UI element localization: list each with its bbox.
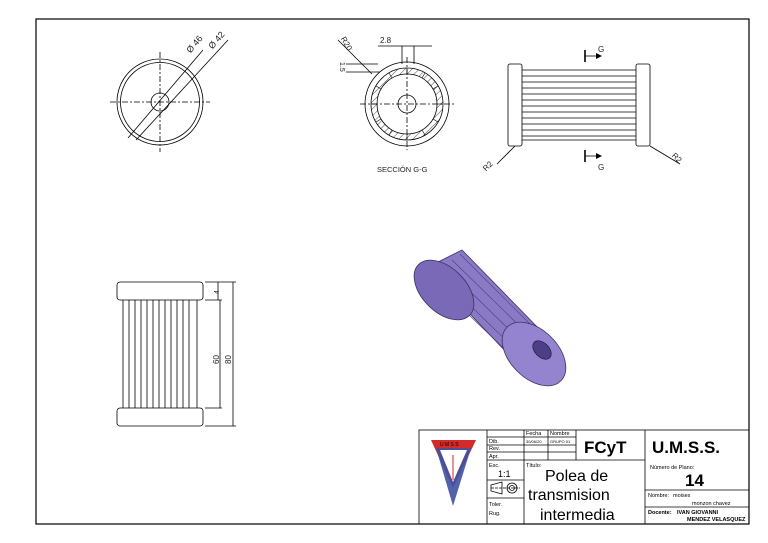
row-rev: Rev. xyxy=(489,446,500,452)
dim-flange: 4 xyxy=(214,290,221,294)
section-teeth xyxy=(371,68,443,140)
chamfer-left: R2 xyxy=(481,159,495,173)
iso-flange-front xyxy=(501,321,567,387)
dim-body: 60 xyxy=(212,355,221,364)
cut-label-top: G xyxy=(598,45,604,54)
docente-label: Docente: xyxy=(648,510,672,516)
section-width: 2.8 xyxy=(380,36,392,45)
dim-total: 80 xyxy=(224,355,233,364)
nombre-label: Nombre: xyxy=(648,493,670,499)
section-caption: SECCIÓN G-G xyxy=(377,165,428,174)
sheet-border xyxy=(35,18,750,525)
side-view xyxy=(496,50,681,165)
title-block xyxy=(418,429,750,525)
front-view xyxy=(110,39,229,152)
university: U.M.S.S. xyxy=(652,438,720,457)
cut-label-bottom: G xyxy=(598,163,604,172)
umss-logo xyxy=(431,440,476,506)
row-toler: Toler. xyxy=(489,502,503,508)
docente-line2: MENDEZ VELASQUEZ xyxy=(687,517,746,523)
iso-bore xyxy=(532,340,552,360)
scale-value: 1:1 xyxy=(498,469,511,479)
dib-nombre: GRUPO 01 xyxy=(550,439,571,444)
title-line3: intermedia xyxy=(540,507,615,524)
titulo-label: Título: xyxy=(526,463,542,469)
chamfer-right: R2 xyxy=(670,151,684,165)
section-radius: R20 xyxy=(339,35,354,53)
nombre-line1: moises xyxy=(673,493,691,499)
nombre-line2: monzon chavez xyxy=(692,501,731,507)
title-line1: Polea de xyxy=(545,468,608,485)
row-apr: Apr. xyxy=(489,454,499,460)
logo-text: U M S S xyxy=(440,442,459,448)
col-nombre: Nombre xyxy=(550,431,570,437)
docente-line1: IVAN GIOVANNI xyxy=(677,510,719,516)
cut-arrow-top xyxy=(596,53,602,59)
projection-symbol-icon xyxy=(490,481,520,495)
col-fecha: Fecha xyxy=(526,431,542,437)
row-rug: Rug. xyxy=(489,511,501,517)
faculty: FCyT xyxy=(584,438,627,457)
front-dia-inner: Ø 42 xyxy=(206,30,226,51)
plano-number: 14 xyxy=(685,471,704,490)
iso-flange-back xyxy=(413,259,475,321)
cut-arrow-bottom xyxy=(596,153,602,159)
bottom-view xyxy=(116,281,236,427)
isometric-view xyxy=(413,249,567,387)
section-view xyxy=(337,39,454,150)
title-line2: transmision xyxy=(528,487,610,504)
plano-label: Número de Plano: xyxy=(650,465,695,471)
dib-fecha: 30/06/20 xyxy=(526,439,542,444)
row-esc: Esc. xyxy=(489,463,500,469)
row-dib: Dib. xyxy=(489,439,499,445)
section-depth: 1.5 xyxy=(338,62,345,72)
